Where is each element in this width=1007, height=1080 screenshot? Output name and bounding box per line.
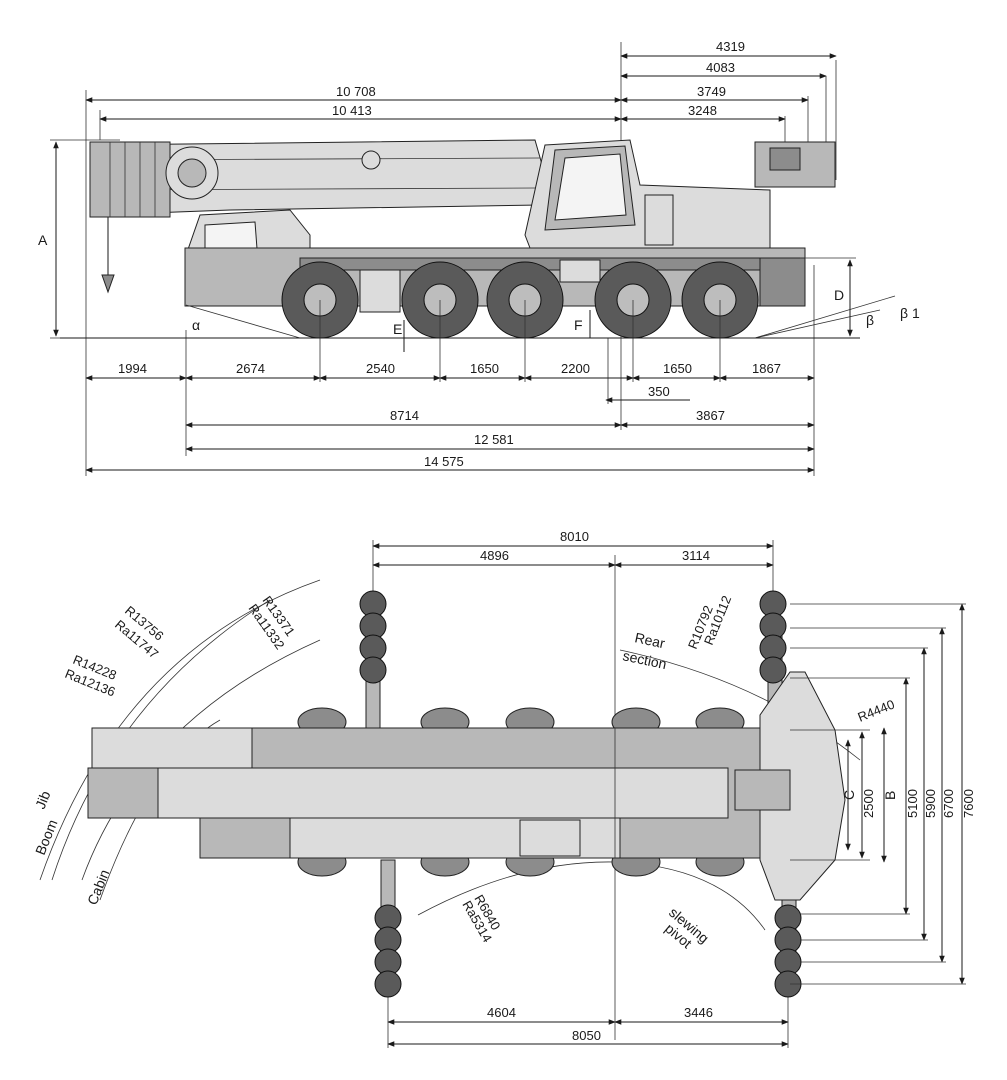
dim-2674: 2674 <box>236 361 265 376</box>
crane-top-body <box>87 671 846 901</box>
zone-label-jib: Jib <box>32 788 54 811</box>
outrigger-pads-front-bottom <box>374 904 402 998</box>
dim-letter-f: F <box>574 317 583 333</box>
dim-4896: 4896 <box>480 548 509 563</box>
dim-8714: 8714 <box>390 408 419 423</box>
dim-4604: 4604 <box>487 1005 516 1020</box>
angle-alpha: α <box>192 317 200 333</box>
dim-3446: 3446 <box>684 1005 713 1020</box>
side-view: 4319 4083 10 708 3749 10 413 3248 A <box>38 39 920 476</box>
dim-8010: 8010 <box>560 529 589 544</box>
dim-letter-d: D <box>834 287 844 303</box>
dim-4083: 4083 <box>706 60 735 75</box>
zone-label-rear: Rear <box>633 629 666 651</box>
dim-10413: 10 413 <box>332 103 372 118</box>
dim-10708: 10 708 <box>336 84 376 99</box>
dim-4319: 4319 <box>716 39 745 54</box>
width-6700: 6700 <box>941 789 956 818</box>
dim-350: 350 <box>648 384 670 399</box>
dim-12581: 12 581 <box>474 432 514 447</box>
width-7600: 7600 <box>961 789 976 818</box>
width-2500: 2500 <box>861 789 876 818</box>
width-letter-c: C <box>841 790 857 800</box>
top-view: 8010 4896 3114 R14228 Ra12136 R13756 Ra1… <box>32 529 976 1048</box>
dim-2200: 2200 <box>561 361 590 376</box>
dim-2540: 2540 <box>366 361 395 376</box>
radius-r4440: R4440 <box>856 697 897 725</box>
dim-14575: 14 575 <box>424 454 464 469</box>
dim-letter-e: E <box>393 321 402 337</box>
zone-label-cabin: Cabin <box>84 867 113 907</box>
dim-3749: 3749 <box>697 84 726 99</box>
outrigger-pads-rear-bottom <box>774 904 802 998</box>
dim-1650b: 1650 <box>663 361 692 376</box>
dim-8050: 8050 <box>572 1028 601 1043</box>
dim-letter-a: A <box>38 232 48 248</box>
outriggers <box>359 590 802 998</box>
outrigger-pads-rear-top <box>759 590 787 684</box>
dim-3867: 3867 <box>696 408 725 423</box>
width-letter-b: B <box>882 791 898 800</box>
outrigger-pads-front-top <box>359 590 387 684</box>
angle-beta: β <box>866 312 874 328</box>
dim-1650a: 1650 <box>470 361 499 376</box>
width-5100: 5100 <box>905 789 920 818</box>
dim-3248: 3248 <box>688 103 717 118</box>
zone-label-section: section <box>621 647 668 672</box>
dim-3114: 3114 <box>682 548 710 563</box>
dim-1994: 1994 <box>118 361 147 376</box>
dim-1867: 1867 <box>752 361 781 376</box>
width-5900: 5900 <box>923 789 938 818</box>
angle-beta1: β 1 <box>900 305 920 321</box>
axle-wheels <box>281 261 759 339</box>
